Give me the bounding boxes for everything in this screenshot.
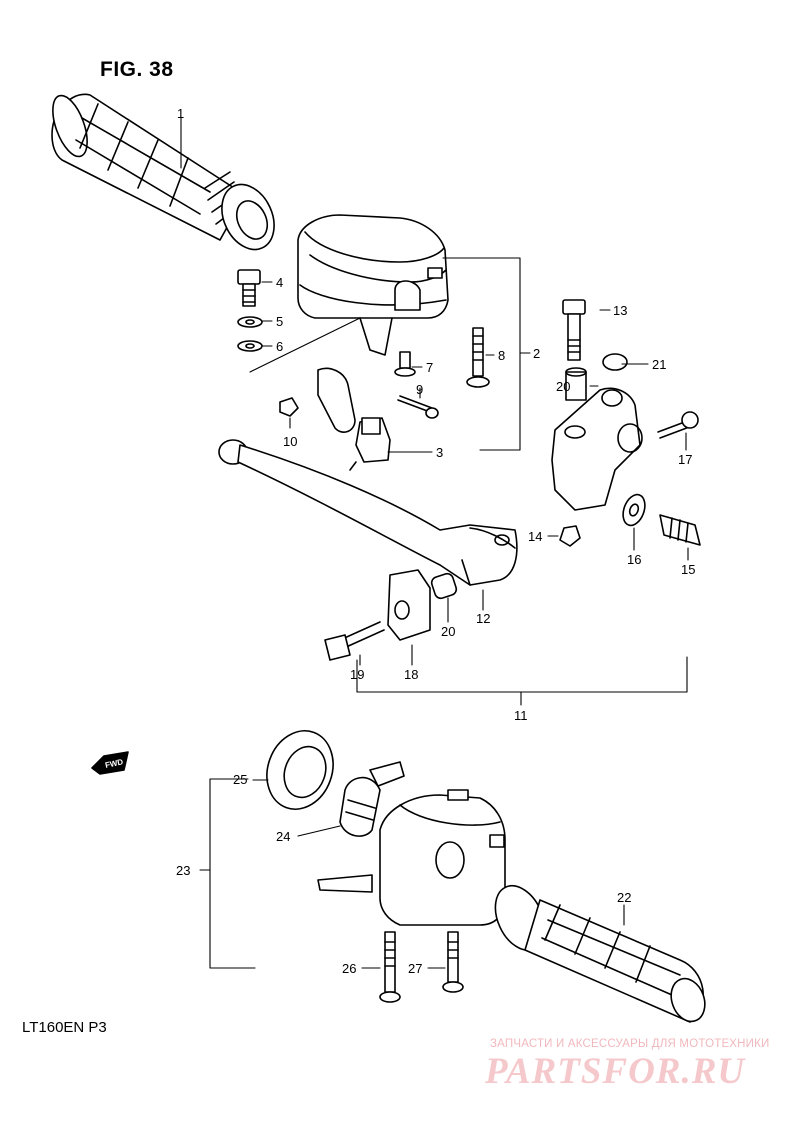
label-part-11: 11 (514, 708, 528, 723)
label-part-3: 3 (436, 445, 443, 460)
label-part-10: 10 (283, 434, 297, 449)
watermark-caption: ЗАПЧАСТИ И АКСЕССУАРЫ ДЛЯ МОТОТЕХНИКИ (490, 1038, 770, 1050)
right-grip-drawing (494, 885, 706, 1023)
svg-text:FWD: FWD (104, 757, 124, 770)
part-number-labels: 1 4 5 6 2 7 8 9 10 3 13 20 21 17 14 16 1… (176, 106, 695, 976)
label-part-25: 25 (233, 772, 247, 787)
label-part-7: 7 (426, 360, 433, 375)
watermark-logo: PARTSFOR.RU (485, 1051, 746, 1092)
pivot-parts-drawing (279, 367, 439, 471)
screws-7-8-drawing (394, 327, 490, 388)
leader-lines (180, 117, 689, 969)
label-part-12: 12 (476, 611, 490, 626)
throttle-collars-drawing (266, 730, 405, 837)
lever-housing-drawing (297, 214, 449, 356)
throttle-housing-drawing (317, 789, 506, 926)
label-part-4: 4 (276, 275, 283, 290)
label-part-16: 16 (627, 552, 641, 567)
label-part-26: 26 (342, 961, 356, 976)
label-part-21: 21 (652, 357, 666, 372)
brake-lever-drawing (218, 439, 518, 586)
label-part-24: 24 (276, 829, 290, 844)
label-part-20-lower: 20 (441, 624, 455, 639)
label-part-22: 22 (617, 890, 631, 905)
label-part-17: 17 (678, 452, 692, 467)
label-part-9: 9 (416, 382, 423, 397)
bolt-washers-drawing (237, 269, 263, 352)
label-part-27: 27 (408, 961, 422, 976)
model-code: LT160EN P3 (22, 1019, 107, 1036)
screws-26-27-drawing (379, 931, 464, 1003)
clamp-parts-drawing (324, 569, 458, 661)
left-grip-drawing (51, 93, 275, 251)
label-part-15: 15 (681, 562, 695, 577)
label-part-14: 14 (528, 529, 542, 544)
right-mount-drawing (551, 299, 701, 547)
label-part-19: 19 (350, 667, 364, 682)
label-part-2: 2 (533, 346, 540, 361)
fwd-arrow-icon: FWD (91, 751, 129, 775)
label-part-6: 6 (276, 339, 283, 354)
label-part-8: 8 (498, 348, 505, 363)
label-part-23: 23 (176, 863, 190, 878)
label-part-18: 18 (404, 667, 418, 682)
label-part-5: 5 (276, 314, 283, 329)
label-part-1: 1 (177, 106, 184, 121)
figure-title: FIG. 38 (100, 58, 174, 81)
label-part-13: 13 (613, 303, 627, 318)
label-part-20-upper: 20 (556, 379, 570, 394)
